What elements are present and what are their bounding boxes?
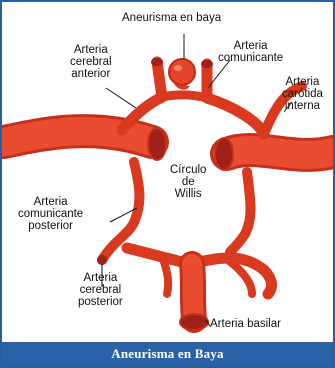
label-basilar-artery: Arteria basilar xyxy=(210,318,281,330)
right-anterior-cerebral-artery xyxy=(207,64,264,134)
label-posterior-communicating-artery: Arteria comunicante posterior xyxy=(18,196,83,232)
right-posterior-communicating-artery xyxy=(230,172,251,252)
circle-of-willis-diagram xyxy=(2,2,333,342)
label-posterior-cerebral-artery: Arteria cerebral posterior xyxy=(78,272,123,308)
label-aneurysm: Aneurisma en baya xyxy=(122,12,221,24)
label-communicating-artery: Arteria comunicante xyxy=(218,40,283,64)
left-anterior-cerebral-artery xyxy=(122,62,162,130)
label-circle-of-willis: Círculo de Willis xyxy=(170,164,206,200)
label-internal-carotid-artery: Arteria carótida interna xyxy=(282,76,323,112)
basilar-lumen xyxy=(180,314,208,330)
anterior-communicating-artery xyxy=(162,95,207,98)
berry-aneurysm xyxy=(169,59,195,85)
left-carotid-lumen xyxy=(148,128,166,160)
right-carotid-lumen xyxy=(215,138,233,170)
label-anterior-cerebral-artery: Arteria cerebral anterior xyxy=(70,44,112,80)
figure-caption: Aneurisma en Baya xyxy=(2,342,333,366)
